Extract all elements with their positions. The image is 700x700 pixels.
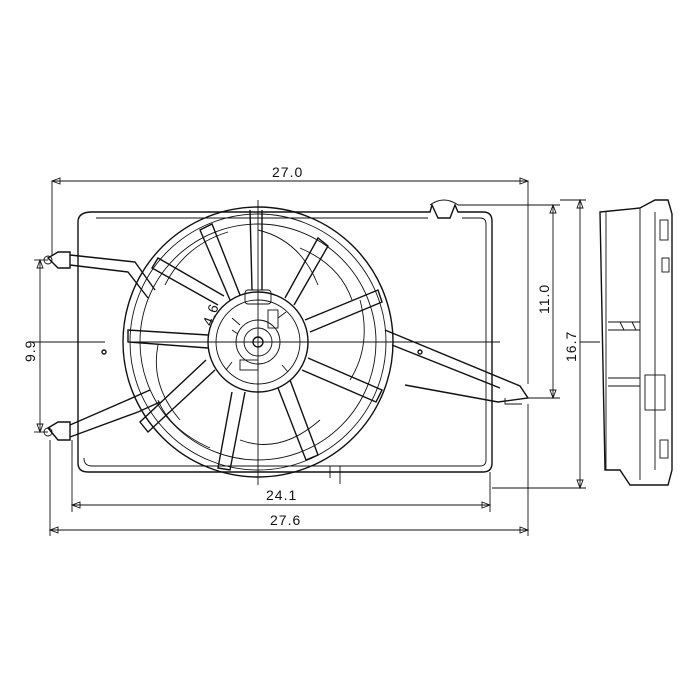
support-spokes [127,209,383,471]
mount-holes [43,255,423,437]
side-view [599,199,673,486]
dimension-lines [34,177,586,536]
dim-label-right-height: 11.0 [536,284,552,314]
fan-blades [155,229,365,449]
center-lines [28,200,600,485]
shroud-frame [77,199,493,484]
motor-hub: 4.6 [199,289,309,393]
dim-label-width-top: 27.0 [272,164,303,180]
svg-text:4.6: 4.6 [199,301,222,328]
dim-label-left-height: 9.9 [22,340,38,362]
dim-label-width-bottom: 27.6 [270,512,301,528]
dim-label-overall-height: 16.7 [563,331,579,362]
dim-label-inner-width: 24.1 [266,487,297,503]
